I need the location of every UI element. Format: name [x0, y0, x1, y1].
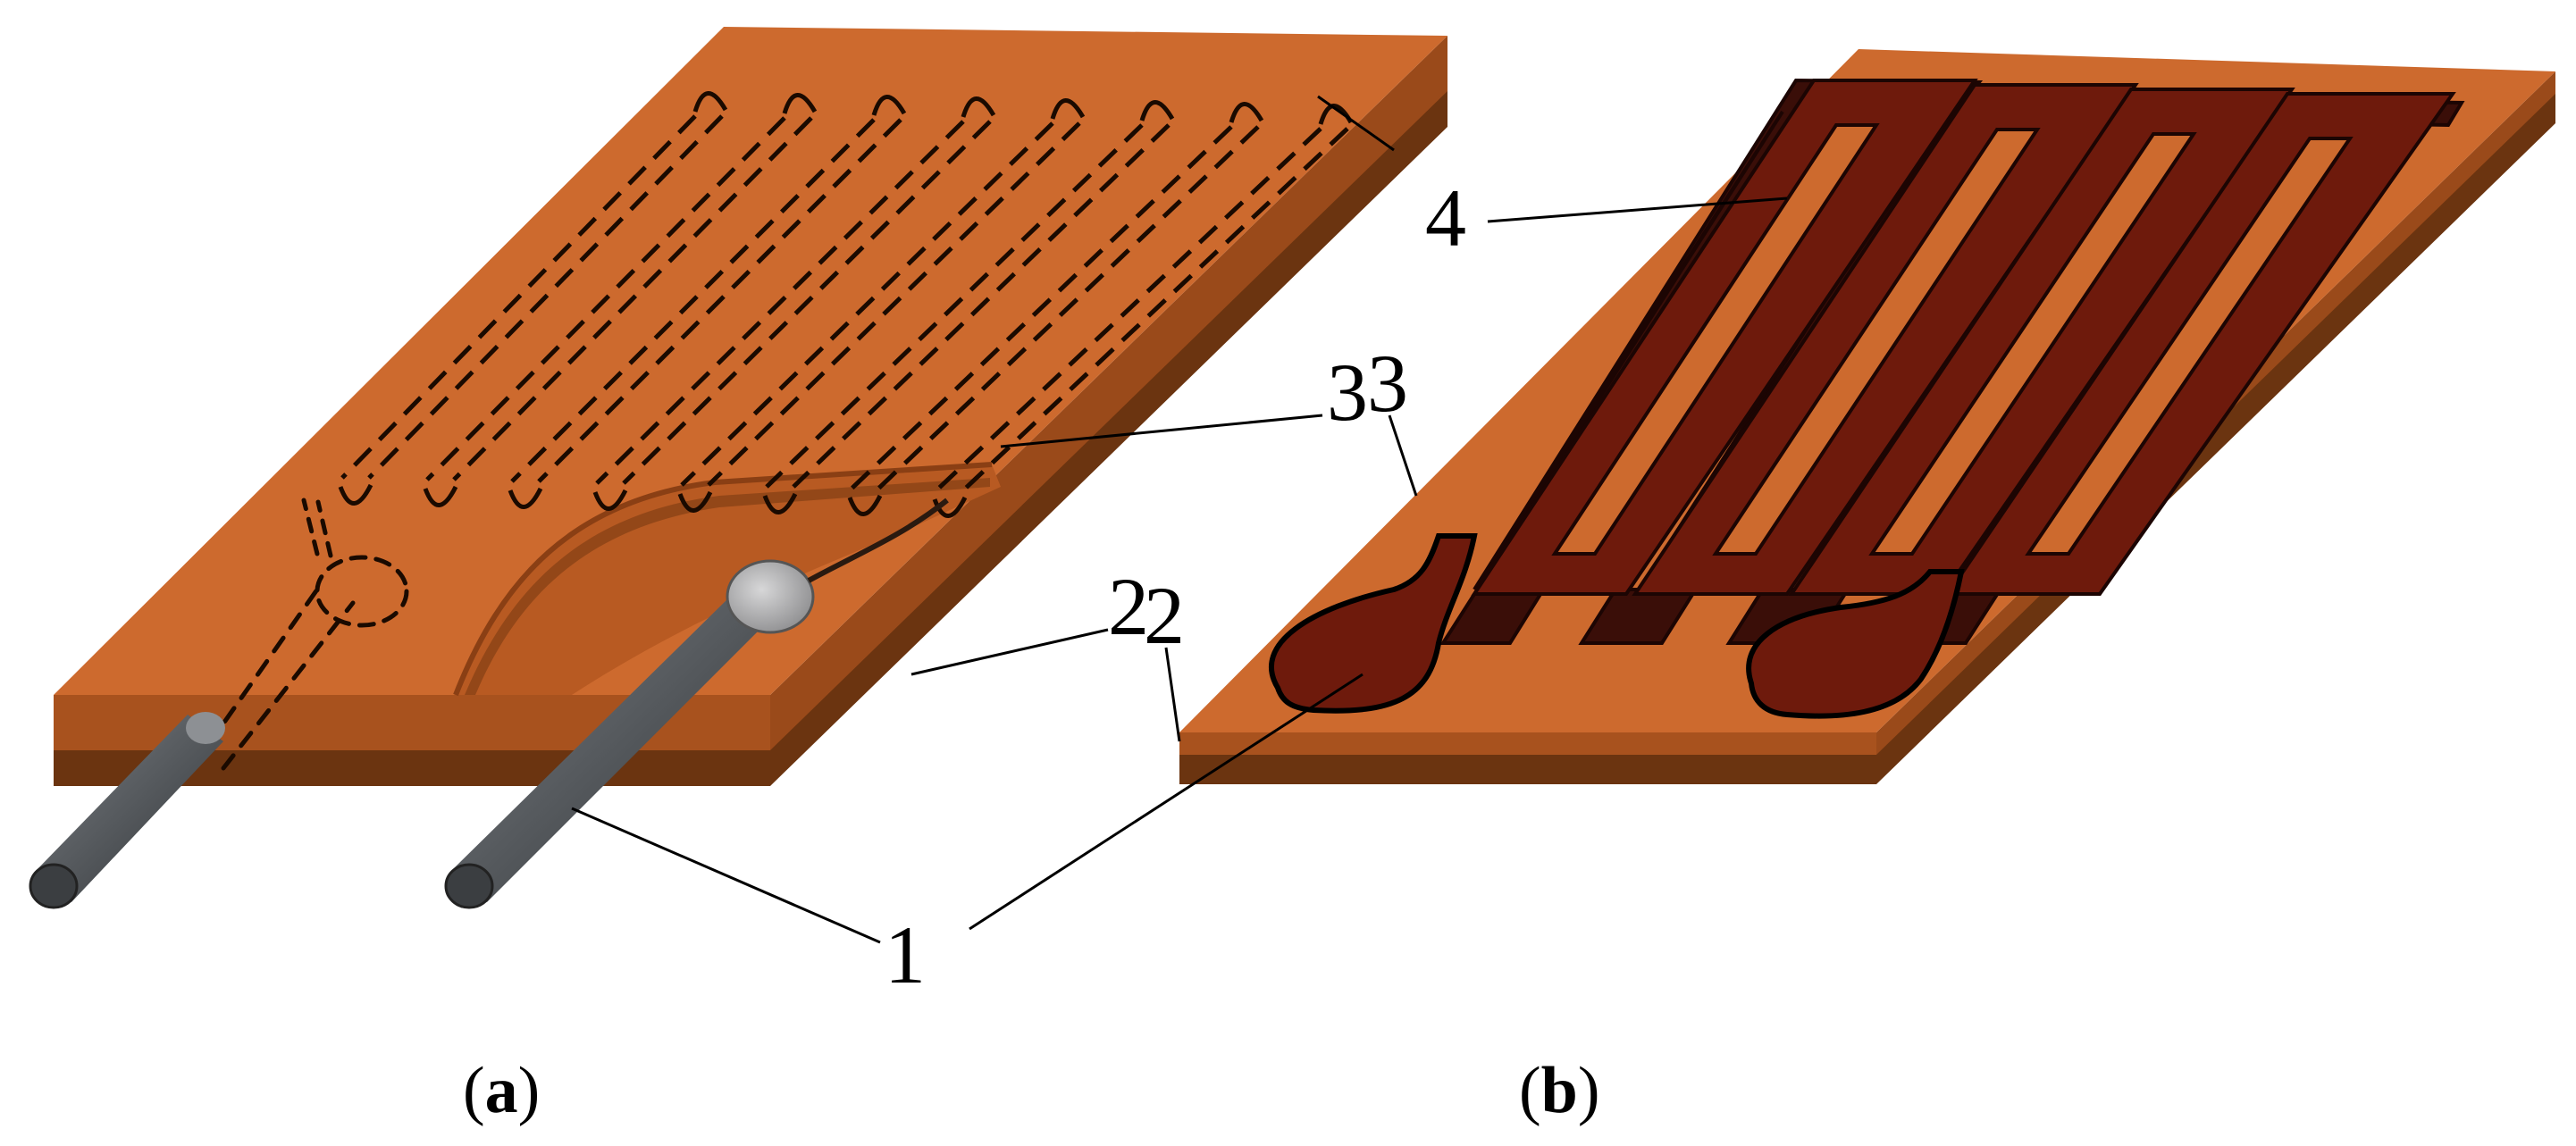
heater-slot-turn — [423, 485, 458, 507]
heater-slot-leg — [877, 125, 1260, 490]
heater-slot-turn — [677, 490, 713, 513]
panel-a-heater-pattern — [338, 91, 1354, 518]
heater-slot-leg — [680, 121, 1054, 487]
heater-slot-leg — [452, 116, 813, 481]
callout-4: 4 — [1425, 172, 1466, 263]
panel-b-drawing — [969, 49, 2555, 931]
heater-slot-leg — [367, 114, 724, 480]
heater-slot-turn — [592, 489, 628, 511]
callout-3-panel-b: 3 — [1367, 338, 1408, 429]
heater-slot-turn — [1229, 102, 1264, 123]
heater-slot-turn — [847, 494, 883, 516]
callout-3-panel-a: 3 — [1327, 347, 1368, 438]
heater-slot-leg — [850, 125, 1233, 490]
heater-slot-leg — [792, 123, 1171, 489]
heater-slot-leg — [595, 120, 965, 485]
panel-a-lead-wire-right — [444, 498, 949, 909]
heater-slot-leg — [961, 127, 1349, 492]
panel-b-substrate-front — [1179, 732, 1876, 755]
heater-slot-leg — [707, 121, 1081, 487]
heater-slot-turn — [1139, 100, 1175, 121]
panel-a-cutaway-edge — [453, 462, 993, 697]
panel-a-substrate-side — [770, 36, 1447, 750]
heater-slot-leg — [765, 123, 1144, 489]
heater-slot-leg — [510, 118, 876, 483]
panel-b-meander-gaps — [1551, 123, 2354, 556]
heater-slot-turn — [338, 483, 373, 506]
panel-a-connection-wire — [807, 498, 949, 583]
callout-1: 1 — [885, 909, 926, 1000]
heater-slot-leg — [537, 118, 902, 483]
heater-slot-leg — [425, 116, 786, 481]
panel-b-pad-right — [1746, 569, 1965, 719]
panel-a-drawing — [29, 27, 1447, 944]
callout-2-panel-b: 2 — [1144, 570, 1185, 661]
heater-slot-leg — [340, 114, 697, 480]
heater-slot-turn — [782, 93, 818, 114]
panel-a-label: (a) — [463, 1054, 540, 1127]
heater-slot-leg — [935, 127, 1322, 492]
panel-b-pad-left — [1269, 533, 1478, 714]
callout-2-panel-a: 2 — [1108, 561, 1149, 652]
heater-slot-turn — [1050, 98, 1086, 120]
heater-slot-turn — [961, 96, 996, 118]
heater-slot-turn — [871, 95, 907, 116]
heater-slot-turn — [762, 492, 798, 514]
heater-slot-leg — [622, 120, 992, 485]
heater-slot-turn — [508, 487, 543, 509]
panel-a-solder-ball — [726, 559, 815, 634]
panel-b-label: (b) — [1519, 1054, 1599, 1127]
panel-a-lead-wire-left — [29, 712, 225, 909]
heater-slot-turn — [692, 91, 728, 113]
